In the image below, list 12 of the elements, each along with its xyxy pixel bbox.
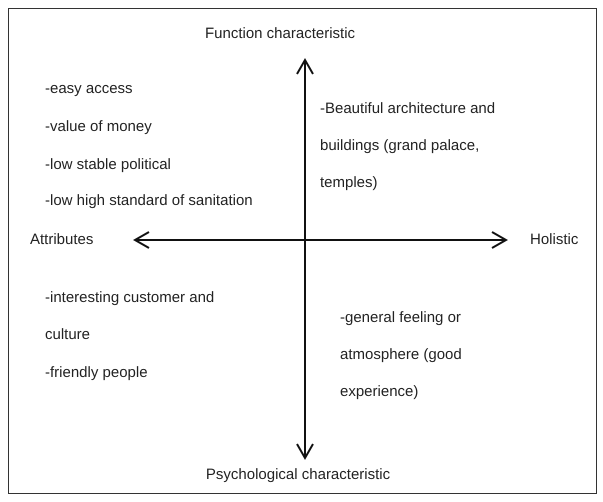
quadrant-text: -friendly people xyxy=(45,363,149,383)
quadrant-text: -low stable political xyxy=(45,155,172,175)
axis-label: Holistic xyxy=(530,230,580,250)
quadrant-text: -low high standard of sanitation xyxy=(45,191,254,211)
quadrant-text: -general feeling or atmosphere (good experience) xyxy=(340,308,463,402)
quadrant-text: -value of money xyxy=(45,117,153,137)
axis-label: Psychological characteristic xyxy=(204,465,392,485)
axis-label: Function characteristic xyxy=(204,24,356,44)
quadrant-text: -interesting customer and culture xyxy=(45,288,216,345)
axis-label: Attributes xyxy=(30,230,94,250)
quadrant-text: -Beautiful architecture and buildings (grand palace, temples) xyxy=(320,99,496,193)
quadrant-text: -easy access xyxy=(45,79,134,99)
